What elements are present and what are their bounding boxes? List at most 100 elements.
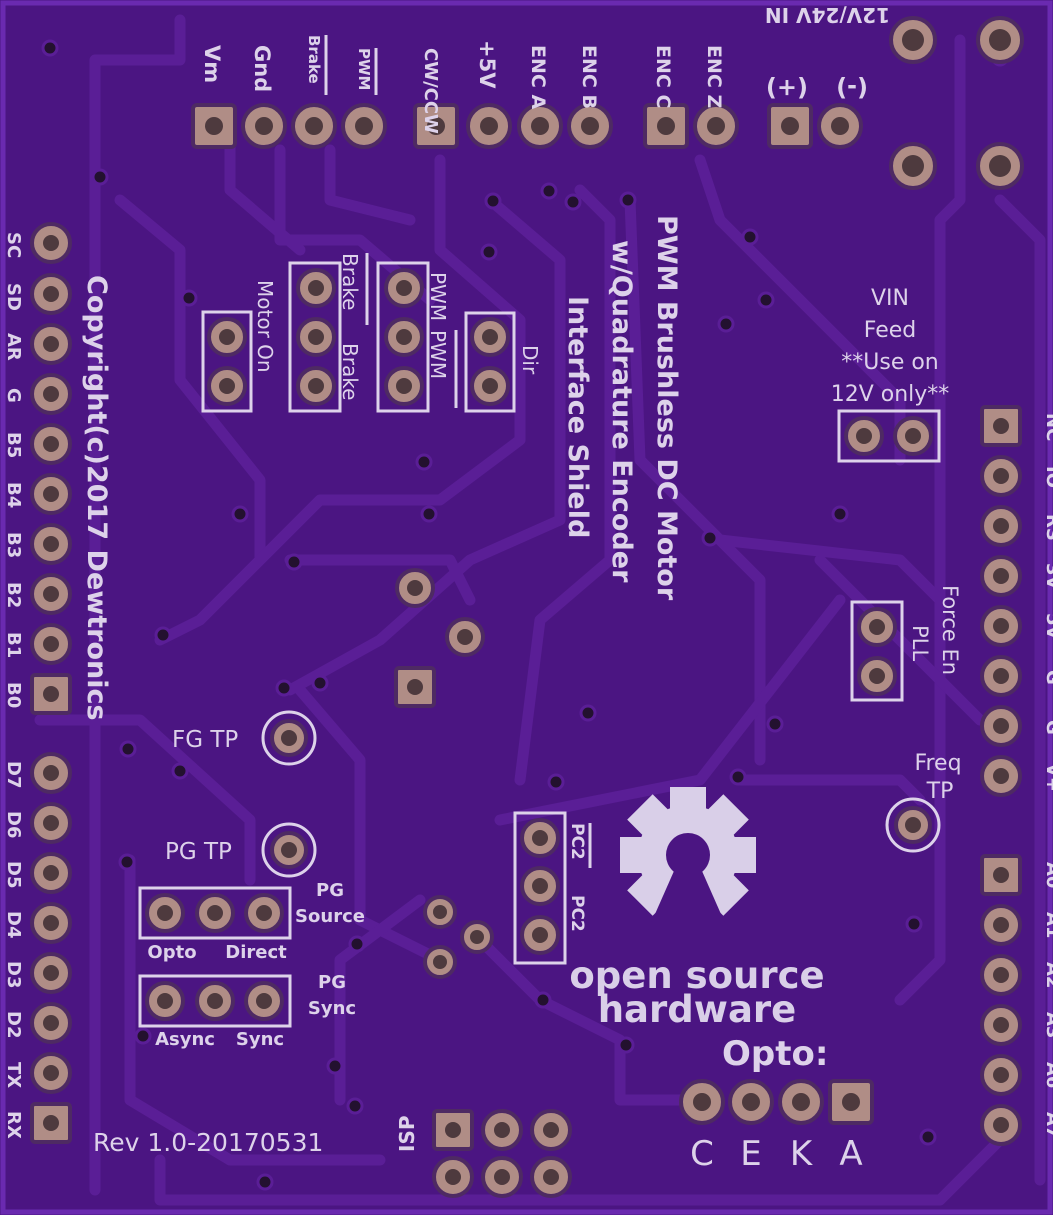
- test-point-pg: PG TP: [165, 822, 317, 878]
- top-header-labels: Vm Gnd Brake PWM CW/CCW +5V ENC A ENC B …: [200, 3, 890, 134]
- test-point-freq: Freq TP: [885, 751, 962, 853]
- oshw-line-1: open source: [569, 954, 824, 997]
- title-line-2: w/Quadrature Encoder: [606, 240, 637, 583]
- pc2-label-b: PC2: [567, 895, 587, 932]
- label-cw-ccw: CW/CCW: [420, 48, 441, 134]
- opto-title: Opto:: [722, 1034, 828, 1074]
- pg-sync-opt1: Async: [155, 1029, 215, 1050]
- vin-line-2: Feed: [864, 318, 917, 343]
- label-vm: Vm: [200, 45, 224, 83]
- brake-label-b: Brake: [338, 343, 362, 400]
- label-gnd: Gnd: [250, 45, 274, 92]
- vias: [41, 39, 1009, 1191]
- left-label-b5: B5: [3, 432, 24, 458]
- pg-source-opt1: Opto: [147, 942, 196, 963]
- right-label-io: IO: [1042, 466, 1053, 488]
- left-label-b3: B3: [3, 532, 24, 558]
- right-label-5v: 5V: [1042, 613, 1053, 640]
- jumper-brake: Brake Brake: [288, 253, 369, 413]
- pg-tp-label: PG TP: [165, 839, 232, 865]
- right-label-a3: A3: [1042, 1012, 1053, 1038]
- label-minus: (-): [836, 74, 868, 102]
- power-jack-pads: [889, 16, 1024, 190]
- freq-label-2: TP: [926, 779, 954, 804]
- test-point-fg: FG TP: [172, 710, 317, 766]
- label-enc-b: ENC B: [578, 45, 600, 109]
- right-header-lower-pads: [980, 854, 1022, 1146]
- left-header-lower-labels: D7 D6 D5 D4 D3 D2 TX RX: [3, 761, 24, 1139]
- left-label-tx: TX: [3, 1062, 24, 1088]
- vin-feed-label: VIN Feed **Use on 12V only**: [831, 286, 950, 407]
- right-header-lower-labels: A0 A1 A2 A3 A6 A7: [1042, 862, 1053, 1138]
- jumper-dir: Dir: [464, 311, 542, 413]
- pll-label: PLL: [908, 625, 932, 661]
- right-label-a6: A6: [1042, 1062, 1053, 1088]
- right-label-rs: RS: [1042, 514, 1053, 541]
- force-en-label: Force En: [938, 585, 962, 675]
- right-header-upper-labels: NC IO RS 3V 5V G G V+: [1042, 413, 1053, 792]
- oshw-logo: open source hardware: [569, 787, 825, 1031]
- left-label-b0: B0: [3, 682, 24, 708]
- copper-traces: [34, 14, 1046, 1206]
- title-line-3: Interface Shield: [562, 296, 593, 538]
- motor-on-label: Motor On: [253, 280, 277, 373]
- left-label-b1: B1: [3, 632, 24, 658]
- left-label-b4: B4: [3, 482, 24, 508]
- left-label-d5: D5: [3, 861, 24, 888]
- right-label-nc: NC: [1042, 413, 1053, 441]
- crystal-pads: [423, 895, 494, 979]
- pg-source-jumper: PG Source Opto Direct: [138, 880, 365, 963]
- oshw-line-2: hardware: [598, 988, 797, 1031]
- right-label-g2: G: [1042, 720, 1053, 735]
- brake-label-a: Brake: [338, 253, 362, 310]
- right-label-g1: G: [1042, 670, 1053, 685]
- pg-sync-jumper: PG Sync Async Sync: [138, 972, 356, 1050]
- title-line-1: PWM Brushless DC Motor: [651, 215, 682, 601]
- label-5v: +5V: [475, 40, 499, 89]
- isp-label: ISP: [395, 1115, 419, 1152]
- pwm-label-a: PWM: [426, 272, 450, 321]
- right-label-vplus: V+: [1042, 763, 1053, 792]
- board-title: PWM Brushless DC Motor w/Quadrature Enco…: [562, 215, 682, 601]
- revision-label: Rev 1.0-20170531: [93, 1128, 323, 1157]
- right-label-a7: A7: [1042, 1112, 1053, 1138]
- left-label-ar: AR: [3, 333, 24, 361]
- pg-sync-opt2: Sync: [236, 1029, 284, 1050]
- regulator-pads: [394, 568, 485, 708]
- right-label-a0: A0: [1042, 862, 1053, 888]
- label-enc-z: ENC Z: [703, 45, 725, 108]
- left-label-sd: SD: [3, 283, 24, 311]
- left-label-b2: B2: [3, 582, 24, 608]
- pc2-label-a: PC2: [567, 823, 587, 860]
- left-label-d4: D4: [3, 911, 24, 938]
- pwm-label-b: PWM: [426, 330, 450, 379]
- opto-pin-e: E: [740, 1134, 761, 1174]
- opto-pin-c: C: [690, 1134, 714, 1174]
- label-plus: (+): [766, 74, 808, 102]
- left-label-d2: D2: [3, 1011, 24, 1038]
- left-label-sc: SC: [3, 232, 24, 258]
- pg-sync-title-1: PG: [318, 972, 346, 993]
- isp-header: ISP: [395, 1109, 572, 1198]
- pg-source-title-2: Source: [295, 906, 365, 927]
- freq-label-1: Freq: [914, 751, 961, 776]
- top-connector-pads[interactable]: [191, 103, 863, 149]
- right-header-upper-pads: [980, 405, 1022, 797]
- jumper-motor-on: Motor On: [201, 280, 277, 413]
- right-label-a1: A1: [1042, 912, 1053, 938]
- pg-source-title-1: PG: [316, 880, 344, 901]
- label-brake: Brake: [305, 35, 323, 84]
- jumper-force-pll: Force En PLL: [850, 585, 962, 702]
- left-label-rx: RX: [3, 1111, 24, 1139]
- opto-connector: Opto: C E K A: [679, 1034, 874, 1174]
- label-enc-c: ENC C: [652, 45, 674, 108]
- copyright: Copyright(c)2017 Dewtronics: [81, 275, 112, 721]
- jumper-vin-feed: [837, 409, 941, 463]
- opto-pin-k: K: [790, 1134, 814, 1174]
- right-label-a2: A2: [1042, 962, 1053, 988]
- label-power-in: 12V/24V IN: [765, 3, 890, 27]
- vin-line-1: VIN: [871, 286, 909, 311]
- jumper-pwm: PWM PWM: [376, 261, 458, 413]
